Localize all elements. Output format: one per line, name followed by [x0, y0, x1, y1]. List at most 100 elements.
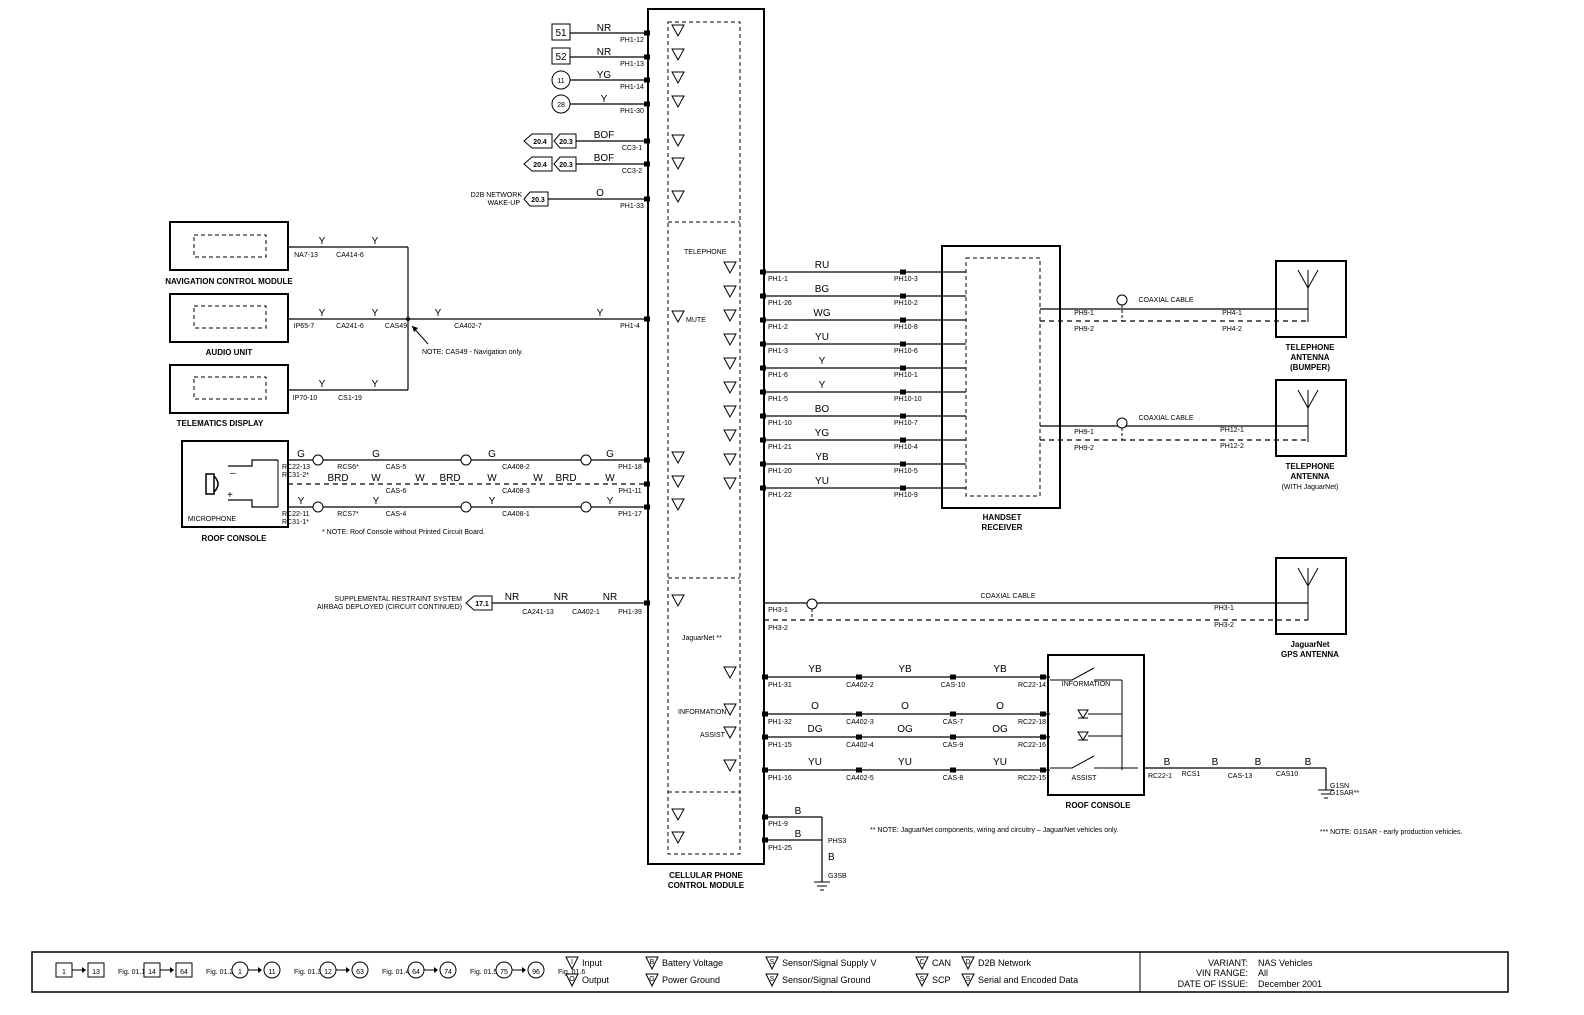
handset-receiver: HANDSET RECEIVER	[941, 245, 1061, 532]
pin-label: CAS-10	[941, 682, 966, 689]
wire-label: W	[605, 473, 615, 484]
pin-icon	[671, 475, 685, 489]
ref-label: 20.3	[531, 197, 545, 204]
pin-label: CAS-5	[386, 464, 407, 471]
ground-label: G1SAR**	[1330, 790, 1359, 797]
pin-label: PH10-4	[894, 444, 918, 451]
legend-ref: 96	[532, 969, 540, 976]
pin-label: PH1-30	[620, 108, 644, 115]
wire-label: G	[297, 449, 305, 460]
pin-label: PHS3	[828, 838, 846, 845]
wire-label: BRD	[327, 473, 348, 484]
pin-label: PH10-9	[894, 492, 918, 499]
pin-icon	[671, 808, 685, 822]
pin-icon	[671, 831, 685, 845]
legend-fig: Fig. 01.5	[470, 969, 497, 976]
ant-title: TELEPHONE	[1286, 462, 1336, 471]
wire-label: W	[487, 473, 497, 484]
nav-title: NAVIGATION CONTROL MODULE	[165, 277, 293, 286]
ant-title: JaguarNet	[1290, 640, 1329, 649]
mic-note: * NOTE: Roof Console without Printed Cir…	[322, 529, 485, 536]
wire-label: NR	[505, 592, 519, 603]
pin-icon	[723, 285, 737, 299]
pin-label: CA402-1	[572, 609, 600, 616]
legend-ref: 14	[148, 969, 156, 976]
pin-label: PH10-1	[894, 372, 918, 379]
legend-item-label: SCP	[932, 975, 951, 985]
pin-label: PH1-11	[618, 488, 641, 495]
pin-label: RCS7*	[337, 511, 359, 518]
pin-label: NA7-13	[294, 252, 318, 259]
pin-label: PH9-2	[1074, 445, 1094, 452]
legend-ref: 75	[500, 969, 508, 976]
legend-item-label: D2B Network	[978, 958, 1032, 968]
wire-label: BRD	[439, 473, 460, 484]
top-input-51: 51 NR PH1-12	[551, 23, 648, 44]
coax-jaguarnet: COAXIAL CABLE PH9-1 PH9-2 PH12-1 PH12-2	[1040, 415, 1308, 452]
cpcm-title-1: CELLULAR PHONE	[669, 871, 743, 880]
pin-label: PH1-33	[620, 203, 644, 210]
pin-icon	[723, 261, 737, 275]
pin-label: PH1-2	[768, 324, 788, 331]
roof-ground: B B B B RC22-1 RCS1 CAS-13 CAS10 G1SN G1…	[1144, 757, 1359, 799]
telematics-display: TELEMATICS DISPLAY	[169, 364, 289, 428]
pin-label: PH1-17	[618, 511, 642, 518]
legend-ref: 13	[92, 969, 100, 976]
pin-label: PH1-25	[768, 845, 792, 852]
legend-icon-letter: S	[770, 959, 775, 966]
wire-label: Y	[372, 379, 379, 390]
wire-label: O	[901, 701, 909, 712]
ref-label: 51	[555, 28, 567, 39]
pin-label: PH3-1	[768, 607, 788, 614]
cpcm-title-2: CONTROL MODULE	[668, 881, 745, 890]
pin-icon	[723, 333, 737, 347]
top-input-28: 28 Y PH1-30	[551, 94, 648, 115]
audio-title: AUDIO UNIT	[206, 348, 253, 357]
pin-label: PH10-8	[894, 324, 918, 331]
pin-icon	[723, 759, 737, 773]
pin-label: PH1-1	[768, 276, 788, 283]
legend-item-label: CAN	[932, 958, 951, 968]
cpcm-pin-icons	[644, 24, 768, 845]
pin-icon	[671, 498, 685, 512]
pin-label: PH1-26	[768, 300, 792, 307]
pin-label: CA241-6	[336, 323, 364, 330]
wire-label: Y	[819, 356, 826, 367]
pin-label: PH1-14	[620, 84, 644, 91]
legend-ref: 64	[412, 969, 420, 976]
wire-label: G	[488, 449, 496, 460]
pin-label: RC22-1	[1148, 773, 1172, 780]
pin-label: RC22-16	[1018, 742, 1046, 749]
microphone-wiring: G G G G BRD W W BRD W W BRD W Y Y Y Y RC…	[282, 449, 648, 536]
wire-label: W	[533, 473, 543, 484]
pin-label: CA402-5	[846, 775, 874, 782]
pin-label: PH10-2	[894, 300, 918, 307]
wire-label: NR	[603, 592, 617, 603]
ref-label: 20.4	[533, 139, 547, 146]
coax-label: COAXIAL CABLE	[1139, 297, 1194, 304]
pin-label: PH10-7	[894, 420, 918, 427]
ant-title: (BUMPER)	[1290, 363, 1330, 372]
pin-label: CAS-6	[386, 488, 407, 495]
can-line-1: 20.4 20.3 BOF CC3-1	[523, 130, 648, 152]
pin-label: CAS-8	[943, 775, 964, 782]
antenna-jaguarnet: TELEPHONE ANTENNA (WITH JaguarNet)	[1275, 379, 1347, 491]
telephone-label: TELEPHONE	[684, 249, 727, 256]
pin-label: CA402-4	[846, 742, 874, 749]
pin-label: CC3-1	[622, 145, 642, 152]
ref-label: 20.3	[559, 139, 573, 146]
wire-label: YG	[597, 70, 612, 81]
pin-label: PH1-4	[620, 323, 640, 330]
ref-label: 28	[557, 102, 565, 109]
pin-label: PH10-10	[894, 396, 922, 403]
mute-note: NOTE: CAS49 - Navigation only.	[422, 349, 523, 356]
